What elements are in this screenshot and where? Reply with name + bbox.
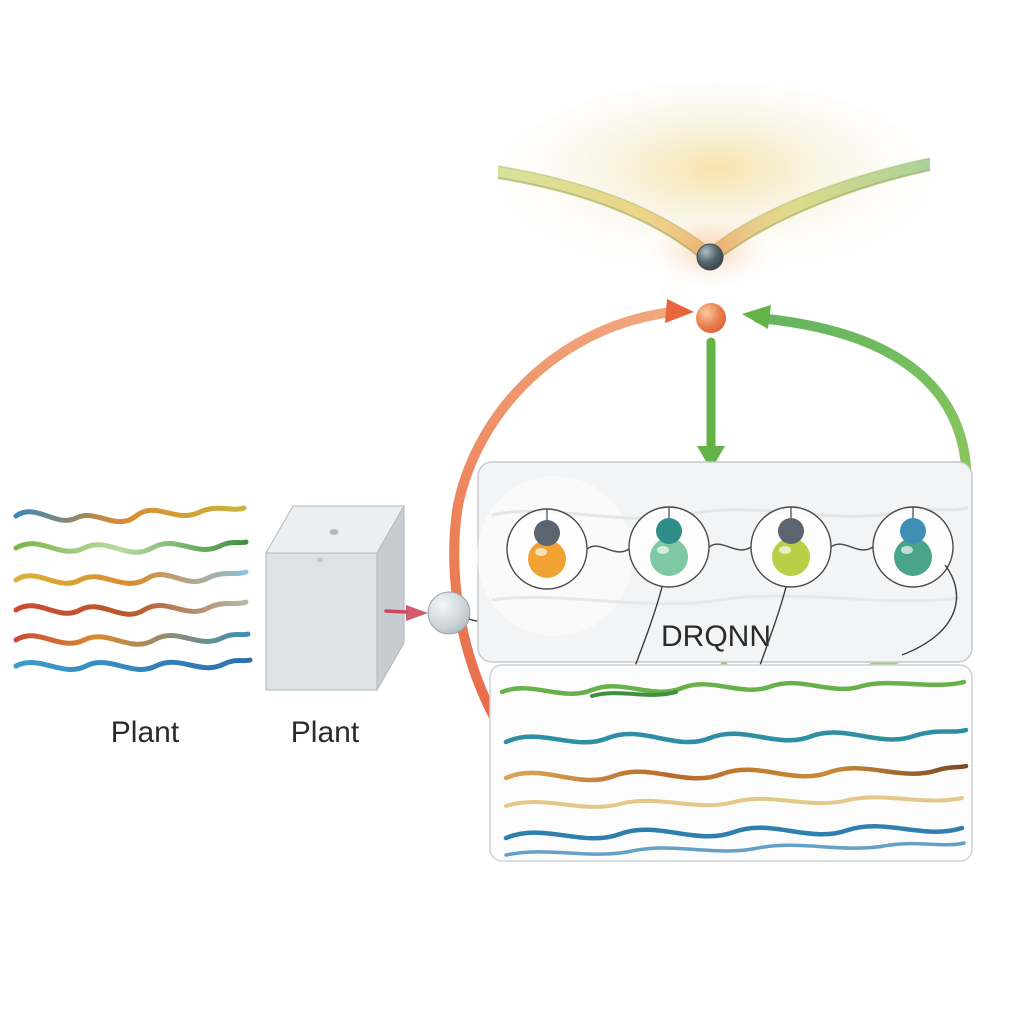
unit2-top-ball xyxy=(656,518,682,544)
output-wave-teal xyxy=(503,727,969,745)
valley-glow xyxy=(500,83,930,273)
plant-signals-waves xyxy=(13,505,253,672)
state-node xyxy=(427,591,471,635)
unit4-top-ball xyxy=(900,518,926,544)
plant-cube xyxy=(265,504,405,692)
green-arrowhead-down xyxy=(697,446,725,470)
orange-arc-path xyxy=(449,307,677,783)
drqnn-box: DRQNN xyxy=(477,461,973,663)
signal-wave xyxy=(13,505,247,525)
signal-wave xyxy=(13,631,251,647)
unit4-to-arc-link xyxy=(901,564,958,656)
output-wave-green-dark xyxy=(590,690,678,698)
unit1-highlight xyxy=(535,548,547,556)
plant-signals-label: Plant xyxy=(111,716,180,749)
output-box-frame xyxy=(489,664,973,862)
signal-wave xyxy=(13,569,249,586)
signal-wave xyxy=(13,539,249,555)
unit3-top-ball xyxy=(778,518,804,544)
unit-link-2-3 xyxy=(708,543,752,551)
recurrent-units xyxy=(506,506,954,590)
orange-arrowhead-top xyxy=(665,299,694,323)
unit-link-1-2 xyxy=(586,545,630,553)
recurrent-unit-2 xyxy=(628,506,710,588)
loss-valley xyxy=(497,83,931,292)
red-arrowhead xyxy=(406,605,428,621)
unit-link-3-4 xyxy=(830,543,874,551)
cube-top-dot xyxy=(329,529,339,535)
output-wave-green xyxy=(499,679,967,696)
actuation-arrow xyxy=(384,605,428,621)
unit2-highlight xyxy=(657,546,669,554)
output-waves xyxy=(499,679,969,857)
drqnn-label: DRQNN xyxy=(661,620,771,653)
drqnn-inner-wave-bottom xyxy=(491,594,961,606)
valley-band xyxy=(498,158,930,266)
signal-wave xyxy=(13,599,249,617)
target-ball xyxy=(696,303,726,333)
valley-minimum-ball xyxy=(696,243,724,271)
signal-wave xyxy=(13,657,253,672)
cube-front-dot xyxy=(317,557,323,563)
output-wave-blue xyxy=(503,824,965,841)
red-arrow-shaft xyxy=(384,609,408,614)
recurrent-unit-3 xyxy=(750,506,832,588)
cube-front-face xyxy=(265,552,378,691)
output-box xyxy=(489,664,973,862)
output-wave-warm xyxy=(503,763,969,783)
output-wave-yellow xyxy=(504,795,964,809)
unit1-top-ball xyxy=(534,520,560,546)
unit4-highlight xyxy=(901,546,913,554)
policy-arrow-green xyxy=(697,337,725,470)
unit3-highlight xyxy=(779,546,791,554)
output-wave-blue-light xyxy=(504,841,966,857)
green-arrowhead-top xyxy=(742,305,771,329)
recurrent-unit-4 xyxy=(872,506,954,588)
plant-box-label: Plant xyxy=(291,716,360,749)
recurrent-unit-1 xyxy=(506,508,588,590)
